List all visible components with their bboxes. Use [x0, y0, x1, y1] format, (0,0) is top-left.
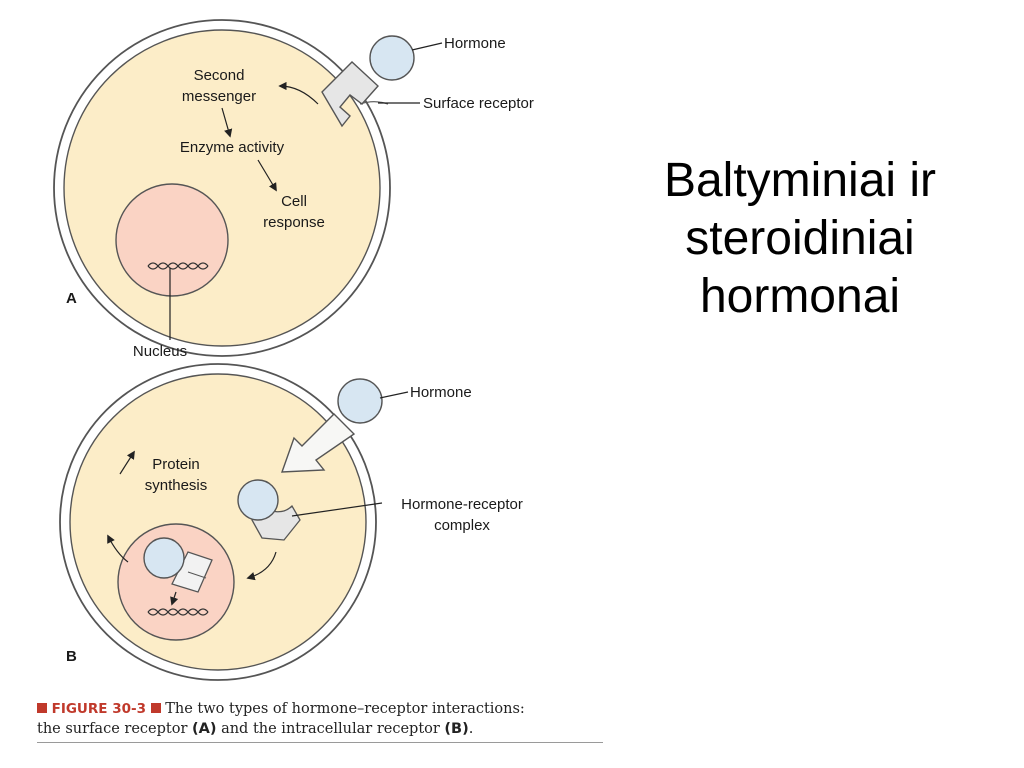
nuclear-complex-shape — [143, 537, 213, 593]
nucleus-a — [115, 183, 229, 297]
panel-b: Hormone Hormone-receptor complex Protein… — [59, 363, 523, 681]
hormone-receptor-complex-shape — [237, 479, 301, 541]
complex-label-2: complex — [434, 517, 490, 534]
cell-response-label-1: Cell — [281, 193, 307, 210]
cell-response-label-2: response — [263, 214, 325, 231]
nucleus-label: Nucleus — [133, 343, 187, 360]
dna-icon-a — [147, 262, 209, 270]
arrow-complex-to-nucleus — [246, 551, 277, 581]
enzyme-activity-label: Enzyme activity — [180, 139, 285, 156]
slide-title: Baltyminiai ir steroidiniai hormonai — [600, 152, 1000, 326]
hormone-label-b: Hormone — [410, 384, 472, 401]
slide-title-line-1: Baltyminiai ir — [663, 154, 937, 207]
slide-title-line-2: steroidiniai — [685, 212, 915, 265]
panel-a-letter: A — [66, 290, 77, 307]
protein-synthesis-label-2: synthesis — [145, 477, 208, 494]
arrow-protein-synthesis — [119, 450, 135, 475]
second-messenger-label-1: Second — [194, 67, 245, 84]
hormone-b — [337, 378, 383, 424]
dna-icon-b — [147, 608, 209, 616]
surface-receptor-shape — [321, 61, 389, 128]
arrow-messenger-to-enzyme — [221, 107, 233, 138]
leader-hormone-b — [379, 391, 409, 399]
arrow-receptor-to-messenger — [278, 81, 319, 105]
figure-label: FIGURE 30-3 — [51, 701, 146, 717]
leader-hormone-a — [411, 42, 443, 51]
caption-line-1: The two types of hormone–receptor intera… — [165, 701, 525, 717]
caption-ref-b: (B) — [444, 721, 469, 737]
arrow-enzyme-to-response — [257, 159, 277, 192]
cytoplasm-b — [69, 373, 367, 671]
caption-ref-a: (A) — [191, 721, 217, 737]
hormone-label-a: Hormone — [444, 35, 506, 52]
caption-line-2-end: . — [468, 721, 474, 737]
second-messenger-label-2: messenger — [182, 88, 256, 105]
complex-label-1: Hormone-receptor — [401, 496, 523, 513]
hormone-receptor-diagram: Hormone Surface receptor Second messenge… — [53, 19, 534, 681]
panel-b-letter: B — [66, 648, 77, 665]
caption-square-icon-2 — [150, 703, 161, 713]
leader-complex — [291, 502, 383, 517]
arrow-nucleus-out — [107, 534, 129, 563]
caption-line-2b: and the intracellular receptor — [216, 721, 445, 737]
hormone-entry-arrow — [280, 413, 356, 473]
figure-caption: FIGURE 30-3 The two types of hormone–rec… — [37, 699, 603, 743]
hormone-a — [369, 35, 415, 81]
protein-synthesis-label-1: Protein — [152, 456, 200, 473]
caption-line-2a: the surface receptor — [37, 721, 192, 737]
arrow-to-dna — [170, 591, 179, 606]
panel-a: Hormone Surface receptor Second messenge… — [53, 19, 534, 360]
slide-title-line-3: hormonai — [699, 270, 901, 323]
caption-square-icon — [37, 703, 47, 713]
surface-receptor-label: Surface receptor — [423, 95, 534, 112]
